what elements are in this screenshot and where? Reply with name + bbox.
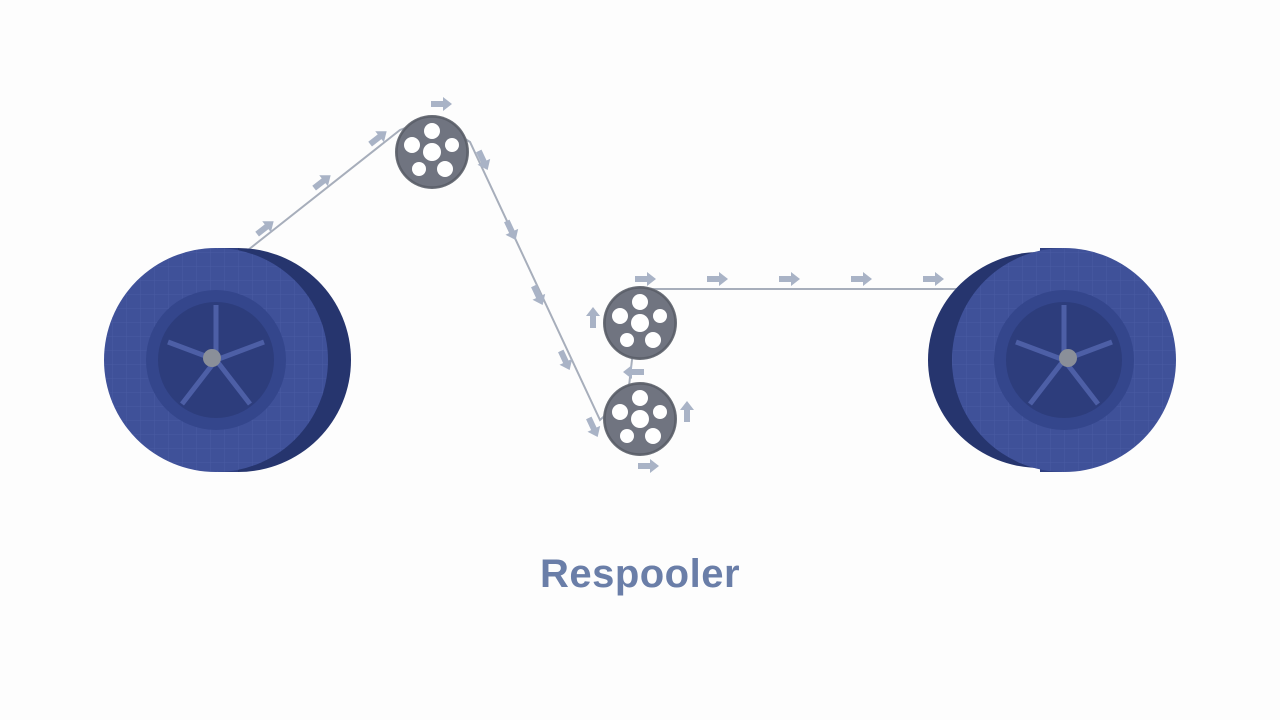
arrow-right-icon [851, 272, 872, 286]
filament-path [247, 116, 975, 422]
top-roller [394, 114, 470, 190]
source-spool [104, 248, 351, 472]
arrow-right-icon [500, 217, 522, 243]
pulley-icon [394, 114, 470, 190]
upper-tension-roller [602, 285, 678, 361]
arrow-right-icon [707, 272, 728, 286]
arrow-right-icon [680, 401, 694, 422]
arrow-right-icon [623, 365, 644, 379]
hub-icon [203, 349, 221, 367]
arrow-right-icon [431, 97, 452, 111]
arrow-right-icon [923, 272, 944, 286]
arrow-right-icon [779, 272, 800, 286]
pulley-icon [602, 381, 678, 457]
arrow-right-icon [635, 272, 656, 286]
diagram-caption: Respooler [539, 552, 741, 596]
arrow-right-icon [638, 459, 659, 473]
pulley-icon [602, 285, 678, 361]
lower-tension-roller [602, 381, 678, 457]
arrow-right-icon [586, 307, 600, 328]
hub-icon [1059, 349, 1077, 367]
takeup-spool [928, 248, 1176, 472]
